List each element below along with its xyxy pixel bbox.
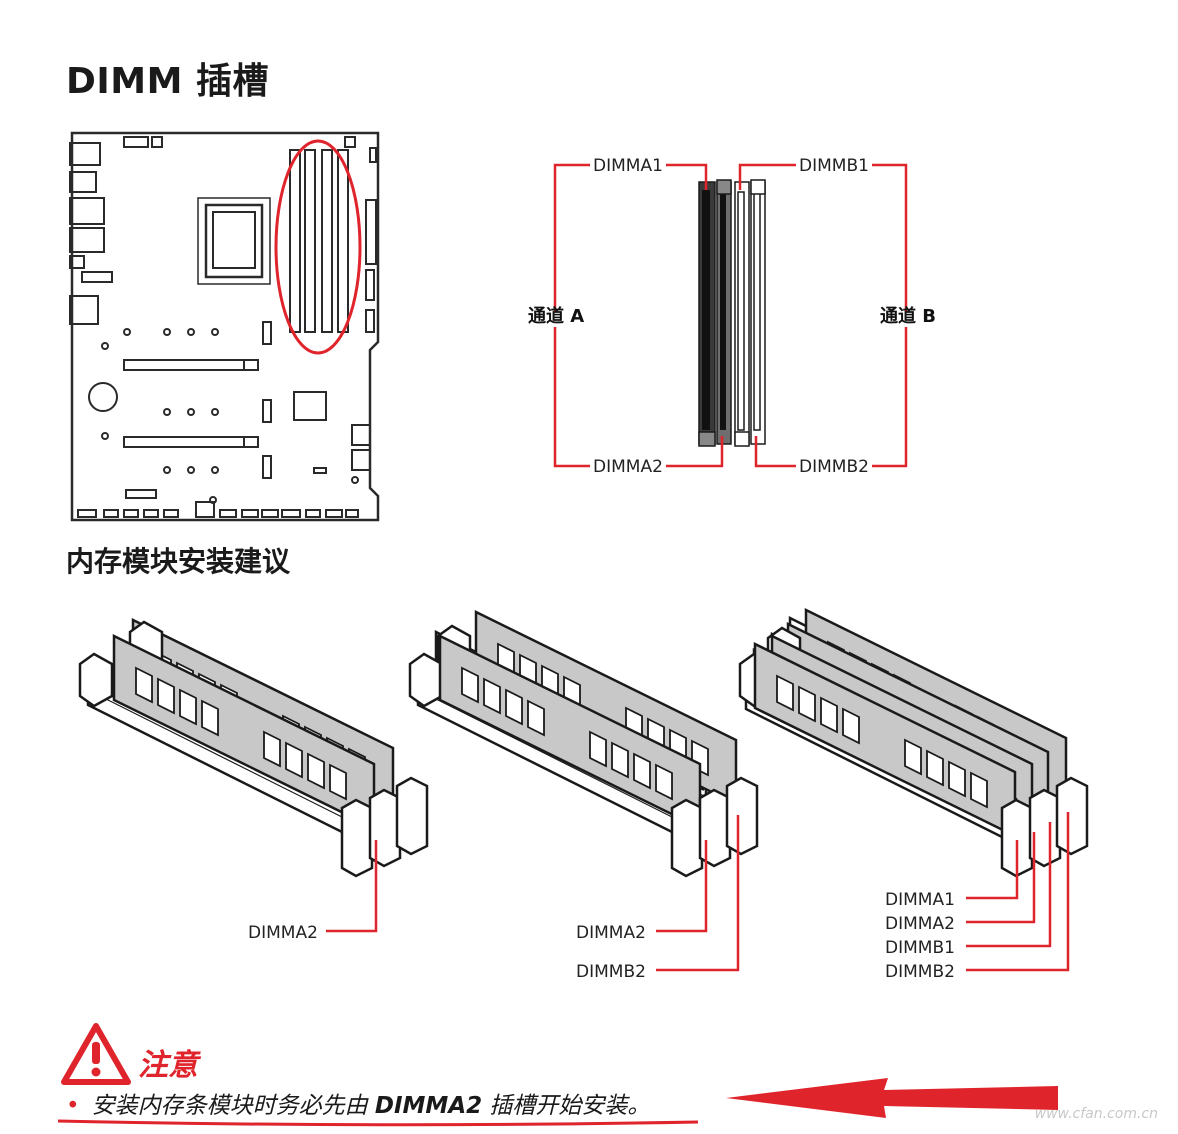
label-dimma1: DIMMA1 [593,156,663,176]
label-channel-a: 通道 A [528,305,584,327]
install-four-label-2: DIMMA2 [885,914,955,934]
install-four-label-1: DIMMA1 [885,890,955,910]
caution-text-slot: DIMMA2 [374,1093,483,1119]
install-leaders [326,812,1070,972]
slot-layout-leaders [553,163,908,468]
label-dimma2: DIMMA2 [593,457,663,477]
motherboard-diagram [69,131,380,522]
install-four-label-3: DIMMB1 [885,938,955,958]
install-one-label-1: DIMMA2 [248,923,318,943]
pointer-arrow [726,1078,1058,1118]
label-channel-b: 通道 B [880,305,936,327]
install-two-label-2: DIMMB2 [576,962,646,982]
watermark-text: www.cfan.com.cn [1034,1106,1158,1122]
section-title: 内存模块安装建议 [66,545,291,578]
install-two-modules [408,610,759,878]
bullet-dot: • [66,1093,80,1119]
dimm-highlight-ellipse [274,139,362,355]
label-dimmb1: DIMMB1 [799,156,869,176]
warning-icon [61,1023,131,1085]
install-four-label-4: DIMMB2 [885,962,955,982]
install-one-module [78,618,429,878]
install-two-label-1: DIMMA2 [576,923,646,943]
label-dimmb2: DIMMB2 [799,457,869,477]
caution-text-before: 安装内存条模块时务必先由 [91,1093,375,1119]
dimm-slot-layout [698,179,766,447]
page-title: DIMM 插槽 [66,61,269,102]
caution-text: • 安装内存条模块时务必先由 DIMMA2 插槽开始安装。 [66,1086,650,1120]
caution-heading: 注意 [138,1048,198,1083]
caution-text-after: 插槽开始安装。 [482,1093,651,1119]
underline-stroke [57,1119,699,1127]
